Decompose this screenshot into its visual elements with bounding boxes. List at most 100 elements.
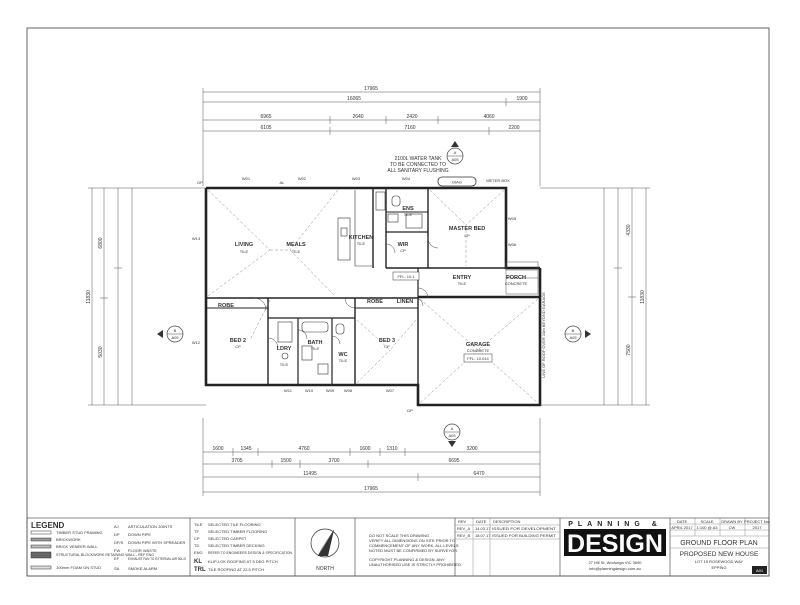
drawing-number: A01 — [756, 568, 764, 573]
legend-c3-6-text: TILE ROOFING AT 22.5 PITCH — [208, 567, 264, 572]
rev-row1-0: REV_B — [457, 533, 470, 538]
svg-text:A: A — [451, 426, 454, 431]
room-bath-floor: TILE — [311, 346, 320, 351]
legend-c2-0-text: ARTICULATION JOINTS — [128, 524, 173, 529]
project-address: LOT 19 ROSEWOOD WAY — [695, 559, 744, 564]
firm-logo — [564, 529, 666, 556]
bottom-dimensions — [202, 418, 541, 496]
dim-left-overall: 11830 — [86, 290, 92, 304]
room-living-floor: TILE — [240, 249, 249, 254]
dim-bot-overall: 17965 — [364, 486, 378, 492]
legend-c3-4-text: REFER TO ENGINEERS DESIGN & SPECIFICATIO… — [208, 550, 292, 555]
window-w13: W13 — [192, 236, 201, 241]
legend-c3-0-code: TILE — [194, 522, 203, 527]
copyright-0: COPYRIGHT PLANNING & DESIGN. ANY — [369, 557, 445, 562]
room-garage-floor: CONCRETE — [467, 348, 490, 353]
legend-c3-4-code: ENG — [194, 550, 203, 555]
legend-c2-3-text: FLOOR WASTE — [128, 548, 157, 553]
room-kitchen-floor: TILE — [357, 241, 366, 246]
water-tank — [437, 176, 477, 187]
room-wc-name: WC — [338, 352, 347, 358]
copyright-1: UNAUTHORISED USE IS STRICTLY PROHIBITED. — [369, 562, 462, 567]
legend-c1-0: TIMBER STUD FRAMING — [56, 530, 103, 535]
legend-c3-1-code: TF — [194, 529, 199, 534]
svg-text:A05: A05 — [448, 433, 456, 438]
dim-bot-r1d: 1600 — [359, 446, 370, 452]
dim-bot-r1f: 3200 — [466, 446, 477, 452]
legend-c3-2-text: SELECTED CARPET — [208, 536, 247, 541]
project-suburb: EPPING — [711, 565, 726, 570]
window-w02: W02 — [298, 176, 307, 181]
water-tank-label: DIAG — [452, 180, 462, 185]
legend-c2-0-code: AJ — [114, 524, 119, 529]
svg-text:A: A — [454, 150, 457, 155]
legend-c1-4: 100mm FOAM ON STUD — [56, 565, 101, 570]
rev-header-1: DATE — [476, 519, 487, 524]
firm-address: 27 Hill St, Wodonga VIC 3690 — [588, 560, 642, 565]
revision-table — [455, 518, 560, 576]
note-1: VERIFY ALL DIMENSIONS ON SITE PRIOR TO — [369, 538, 455, 543]
dim-top-overall: 17965 — [364, 86, 378, 92]
dim-bot-r3b: 6470 — [473, 471, 484, 477]
firm-email: info@planningdesign.com.au — [589, 566, 641, 571]
tb-value-2: CW — [729, 525, 736, 530]
rev-row0-1: 14.03.17 — [475, 526, 491, 531]
legend-c2-2-code: DP/S — [114, 540, 124, 545]
legend-c3-2-code: CP — [194, 536, 200, 541]
dim-right-overall: 11830 — [640, 290, 646, 304]
dim-left-c: 5030 — [98, 346, 104, 357]
dim-bot-r3a: 11495 — [303, 471, 317, 477]
roof-hip-lines — [207, 189, 539, 404]
legend-c3-5-code: KL — [194, 559, 202, 565]
svg-text:A05: A05 — [569, 335, 577, 340]
water-tank-note-1: 2100L WATER TANK — [395, 156, 443, 162]
legend-c2-5-text: SMOKE ALARM — [128, 566, 157, 571]
legend-c2-3-code: FW — [114, 548, 120, 553]
legend-swatches — [30, 530, 52, 570]
room-ens-floor: TILE — [404, 212, 413, 217]
dim-top-r3c: 2420 — [406, 114, 417, 120]
dim-right-b: 4330 — [626, 224, 632, 235]
room-robe2: ROBE — [367, 299, 383, 305]
room-robe1: ROBE — [218, 303, 234, 309]
window-w09: W09 — [326, 388, 335, 393]
legend-c2-1-code: DP — [114, 532, 120, 537]
room-bed2-name: BED 2 — [230, 338, 246, 344]
firm-main-text: DESIGN — [567, 530, 663, 558]
meter-box-label: METER BOX — [486, 178, 510, 183]
room-entry-floor: TILE — [458, 281, 467, 286]
door-swings — [253, 237, 439, 349]
legend-c2-4-text: EXHAUST FAN TO EXTERNAL AIR 50L/S — [128, 556, 186, 561]
dim-top-r4b: 7160 — [404, 125, 415, 131]
tb-header-2: DRAWN BY — [721, 519, 743, 524]
room-bed2-floor: CP — [235, 344, 241, 349]
room-wc-floor: TILE — [339, 358, 348, 363]
rev-header-0: REV — [458, 519, 467, 524]
dim-top-r4c: 2200 — [508, 125, 519, 131]
dp-marker-2: DP — [407, 408, 413, 413]
window-w07: W07 — [386, 388, 395, 393]
svg-text:A05: A05 — [451, 157, 459, 162]
water-tank-note-2: TO BE CONNECTED TO — [390, 162, 446, 168]
dim-left-b: 6800 — [98, 237, 104, 248]
room-kitchen-name: KITCHEN — [349, 235, 373, 241]
rev-row0-2: ISSUED FOR DEVELOPMENT — [492, 526, 557, 531]
legend-c2-1-text: DOWN PIPE — [128, 532, 151, 537]
aj-marker-1: AL — [280, 180, 286, 185]
room-linen: LINEN — [397, 299, 414, 305]
dim-right-c: 7500 — [626, 344, 632, 355]
dim-bot-r1c: 4760 — [298, 446, 309, 452]
legend-c3-6-code: TRL — [194, 567, 206, 573]
garage-roof-note: LINE OF ROOF OVER 10m BEYOND GARAGE — [541, 292, 546, 378]
window-w05: W05 — [508, 216, 517, 221]
room-meals-name: MEALS — [286, 242, 306, 248]
firm-top-text: PLANNING & — [568, 521, 662, 528]
rev-row0-0: REV_A — [457, 526, 470, 531]
window-w01: W01 — [242, 176, 251, 181]
window-w08: W08 — [344, 388, 353, 393]
room-wir-name: WIR — [398, 242, 409, 248]
room-bed3-floor: CP — [384, 344, 390, 349]
dim-bot-r1b: 1345 — [240, 446, 251, 452]
right-dimensions — [540, 187, 650, 406]
section-a-top-marker: A A05 — [446, 141, 464, 165]
